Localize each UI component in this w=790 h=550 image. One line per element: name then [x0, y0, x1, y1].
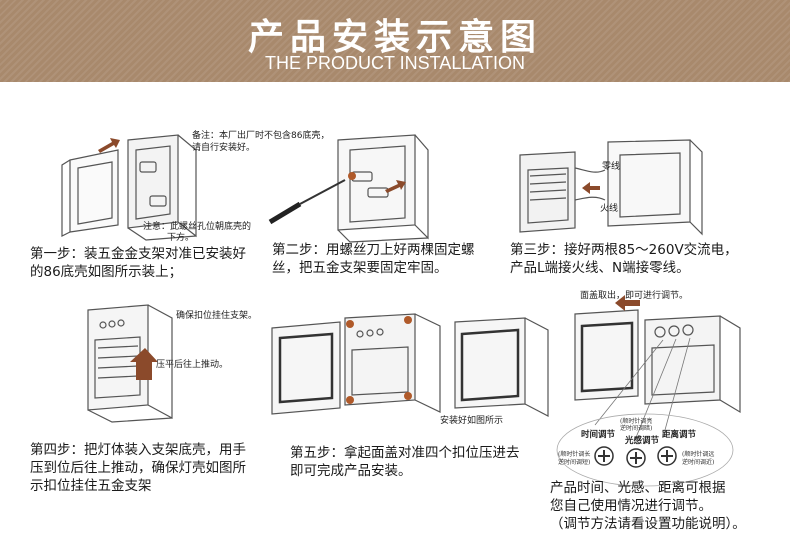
- step1-note-bottom-1: 注意：此螺丝孔位朝底壳的: [143, 222, 252, 232]
- step1-note-top-1: 备注：本厂出厂时不包含86底壳，: [192, 131, 330, 141]
- step1-note-top-2: 请自行安装好。: [192, 143, 256, 153]
- distance-knob-icon: [657, 446, 677, 466]
- step5-illustration: [271, 313, 549, 417]
- step5-clip-icon: [346, 396, 354, 404]
- step3-illustration: [519, 139, 703, 236]
- step4-caption-line2: 压到位后往上推动，确保灯壳如图所: [30, 460, 246, 476]
- step6-arrow-icon: [615, 295, 640, 311]
- step3-arrow-icon: [582, 182, 600, 194]
- label-installed: 安装好如图所示: [440, 416, 504, 426]
- page-subtitle: THE PRODUCT INSTALLATION: [264, 53, 526, 73]
- step1-caption-line2: 的86底壳如图所示装上；: [30, 264, 183, 280]
- label-light-adjust: 光感调节: [625, 436, 660, 446]
- time-knob-icon: [594, 446, 614, 466]
- step2-illustration: [268, 134, 429, 243]
- step2-screw-icon: [348, 172, 356, 180]
- label-light-cw: (顺时针调亮: [620, 418, 653, 425]
- step2-arrow-icon: [385, 180, 406, 193]
- label-push-up: 压平后往上推动。: [156, 360, 229, 370]
- step5-clip-icon: [346, 320, 354, 328]
- step5-clip-icon: [404, 316, 412, 324]
- label-distance-ccw: 逆时间调近): [682, 459, 715, 466]
- label-light-ccw: 逆时间调暗): [620, 425, 653, 432]
- step1-arrow-icon: [98, 138, 120, 153]
- label-hang-clip: 确保扣位挂住支架。: [176, 311, 258, 321]
- page-title: 产品安装示意图: [247, 17, 542, 58]
- step4-illustration: [87, 304, 173, 423]
- label-neutral-wire: 零线: [602, 162, 621, 172]
- step3-caption-line2: 产品L端接火线、N端接零线。: [510, 260, 690, 276]
- adjust-note-line2: 您自己使用情况进行调节。: [550, 498, 712, 514]
- step4-caption-line3: 示扣位挂住五金支架: [30, 478, 152, 494]
- step3-caption-line1: 第三步：接好两根85～260V交流电，: [510, 242, 738, 258]
- label-distance-adjust: 距离调节: [662, 430, 697, 440]
- step6-illustration: [556, 309, 741, 487]
- light-knob-icon: [626, 448, 646, 468]
- step1-note-bottom-2: 下方。: [167, 233, 195, 243]
- header-banner: 产品安装示意图 THE PRODUCT INSTALLATION: [0, 0, 790, 82]
- adjust-note-line1: 产品时间、光感、距离可根据: [550, 480, 726, 496]
- adjust-note-line3: （调节方法请看设置功能说明）。: [550, 516, 746, 532]
- step2-caption-line2: 丝，把五金支架要固定牢固。: [272, 260, 448, 276]
- step4-arrow-icon: [130, 348, 158, 380]
- label-time-adjust: 时间调节: [581, 430, 616, 440]
- label-time-cw: (顺时针调长: [558, 451, 591, 458]
- step1-illustration: [61, 134, 197, 241]
- step5-caption-line2: 即可完成产品安装。: [290, 463, 412, 479]
- label-live-wire: 火线: [600, 204, 619, 214]
- step4-caption-line1: 第四步：把灯体装入支架底壳，用手: [30, 442, 246, 458]
- step2-caption-line1: 第二步：用螺丝刀上好两棵固定螺: [272, 242, 475, 258]
- step5-clip-icon: [404, 392, 412, 400]
- step1-caption-line1: 第一步：装五金金支架对准已安装好: [30, 246, 246, 262]
- step5-caption-line1: 第五步：拿起面盖对准四个扣位压进去: [290, 445, 520, 461]
- label-remove-cover: 面盖取出，即可进行调节。: [580, 291, 689, 301]
- label-distance-cw: (顺时针调远: [682, 451, 715, 458]
- label-time-ccw: 逆时间调短): [558, 459, 591, 466]
